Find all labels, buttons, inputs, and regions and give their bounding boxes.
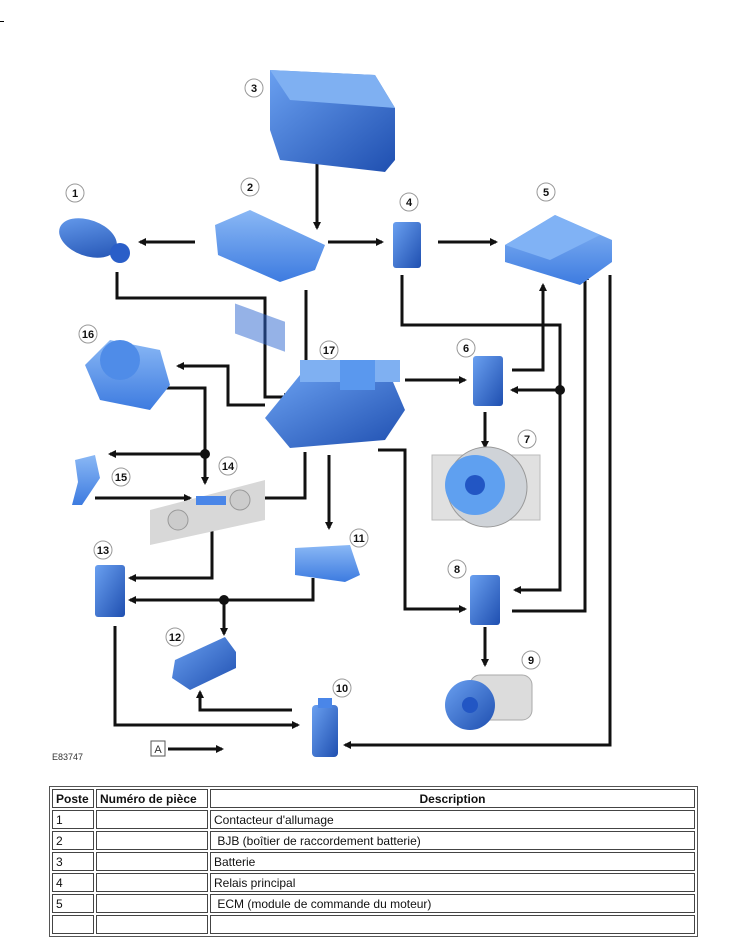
wire-17-16 xyxy=(176,362,265,407)
header-part-number: Numéro de pièce xyxy=(96,789,208,808)
svg-text:5: 5 xyxy=(543,187,549,199)
svg-text:16: 16 xyxy=(82,329,94,341)
cell-part xyxy=(96,873,208,892)
callout-9: 9 xyxy=(521,650,541,670)
wire-8-5 xyxy=(512,272,589,613)
callout-2: 2 xyxy=(240,177,260,197)
callout-4: 4 xyxy=(399,192,419,212)
cell-part xyxy=(96,894,208,913)
svg-text:15: 15 xyxy=(115,472,127,484)
page-mark xyxy=(0,21,4,22)
header-poste: Poste xyxy=(52,789,94,808)
fuse-box-image xyxy=(265,360,405,448)
connection-lines xyxy=(95,155,612,753)
callouts: 3 2 1 4 5 16 17 6 7 15 14 11 13 8 12 9 1… xyxy=(65,78,556,698)
cell-part xyxy=(96,810,208,829)
ecm-image xyxy=(505,215,612,285)
callout-15: 15 xyxy=(111,467,131,487)
table-header-row: Poste Numéro de pièce Description xyxy=(52,789,695,808)
svg-text:12: 12 xyxy=(169,632,181,644)
wiring-diagram: 3 2 1 4 5 16 17 6 7 15 14 11 13 8 12 9 1… xyxy=(59,70,612,757)
cell-description: ECM (module de commande du moteur) xyxy=(210,894,695,913)
table-row-partial xyxy=(52,915,695,934)
header-description: Description xyxy=(210,789,695,808)
bjb-image xyxy=(215,210,325,352)
callout-5: 5 xyxy=(536,182,556,202)
svg-text:8: 8 xyxy=(454,564,460,576)
battery-image xyxy=(270,70,395,172)
callout-10: 10 xyxy=(332,678,352,698)
cell-poste: 3 xyxy=(52,852,94,871)
table-row: 4 Relais principal xyxy=(52,873,695,892)
svg-text:17: 17 xyxy=(323,345,335,357)
compressor-image xyxy=(445,674,533,730)
callout-6: 6 xyxy=(456,338,476,358)
svg-text:1: 1 xyxy=(72,188,78,200)
svg-text:14: 14 xyxy=(222,461,235,473)
callout-16: 16 xyxy=(78,324,98,344)
climate-panel-image xyxy=(150,480,265,545)
callout-7: 7 xyxy=(517,429,537,449)
cell-poste: 1 xyxy=(52,810,94,829)
callout-3: 3 xyxy=(244,78,264,98)
cell-part xyxy=(96,852,208,871)
table-row: 5 ECM (module de commande du moteur) xyxy=(52,894,695,913)
cell-description: Contacteur d'allumage xyxy=(210,810,695,829)
cell-poste: 4 xyxy=(52,873,94,892)
junction-dots xyxy=(200,385,565,605)
svg-text:10: 10 xyxy=(336,683,348,695)
table-row: 1 Contacteur d'allumage xyxy=(52,810,695,829)
svg-text:4: 4 xyxy=(406,197,413,209)
wire-4-junction xyxy=(400,275,562,594)
svg-text:13: 13 xyxy=(97,545,109,557)
pressure-sensor-image xyxy=(312,698,338,757)
relay-6-image xyxy=(473,356,503,406)
cell-description: Relais principal xyxy=(210,873,695,892)
callout-11: 11 xyxy=(349,528,369,548)
wire-5-10 xyxy=(343,275,612,749)
wire-11-13 xyxy=(128,578,315,604)
ignition-switch-image xyxy=(59,218,130,263)
table-row: 2 BJB (boîtier de raccordement batterie) xyxy=(52,831,695,850)
callout-8: 8 xyxy=(447,559,467,579)
fan-image xyxy=(431,446,541,528)
cell-poste: 2 xyxy=(52,831,94,850)
wire-16-14 xyxy=(160,386,209,485)
blower-image xyxy=(85,340,170,410)
callout-17: 17 xyxy=(319,340,339,360)
sensor-15-image xyxy=(72,455,100,505)
module-12-image xyxy=(172,637,236,690)
cell-part xyxy=(96,831,208,850)
cell-description: BJB (boîtier de raccordement batterie) xyxy=(210,831,695,850)
legend-label: A xyxy=(154,744,162,756)
relay-13-image xyxy=(95,565,125,617)
svg-text:11: 11 xyxy=(353,533,365,545)
parts-table: Poste Numéro de pièce Description 1 Cont… xyxy=(49,786,698,937)
callout-13: 13 xyxy=(93,540,113,560)
table-row: 3 Batterie xyxy=(52,852,695,871)
relay-8-image xyxy=(470,575,500,625)
callout-1: 1 xyxy=(65,183,85,203)
wire-1-17 xyxy=(115,272,292,401)
wire-14-13 xyxy=(128,510,214,582)
wire-10-12 xyxy=(196,690,292,712)
wire-13-10 xyxy=(113,626,300,729)
cell-poste: 5 xyxy=(52,894,94,913)
figure-code: E83747 xyxy=(52,752,84,762)
svg-text:9: 9 xyxy=(528,655,534,667)
legend-a: A xyxy=(150,740,166,757)
switch-11-image xyxy=(295,545,360,582)
svg-text:2: 2 xyxy=(247,182,253,194)
cell-description: Batterie xyxy=(210,852,695,871)
wire-6-5 xyxy=(512,283,547,372)
svg-text:7: 7 xyxy=(524,434,530,446)
wire-17-8 xyxy=(378,448,467,613)
main-relay-image xyxy=(393,222,421,268)
svg-text:3: 3 xyxy=(251,83,257,95)
callout-12: 12 xyxy=(165,627,185,647)
callout-14: 14 xyxy=(218,456,238,476)
svg-text:6: 6 xyxy=(463,343,469,355)
